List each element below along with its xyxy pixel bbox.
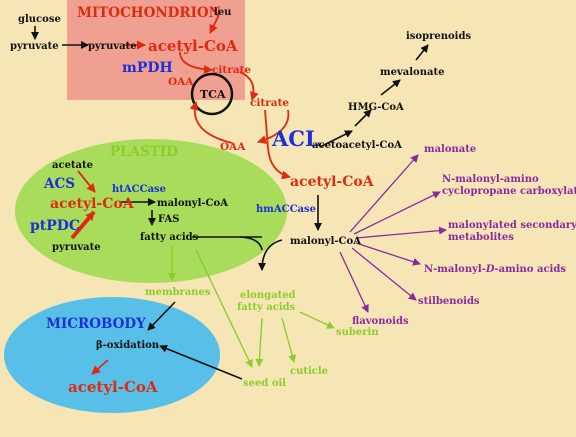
label-acl: ACL xyxy=(271,126,320,151)
label-elongated-line2: fatty acids xyxy=(237,302,296,313)
label-malonate: malonate xyxy=(424,144,476,155)
arrow-acetate-acetyl xyxy=(77,170,96,193)
arrow-citrate-acetyl-cyto xyxy=(264,109,291,180)
arrow-to-n-malonyl-amino xyxy=(353,191,441,235)
arrow-acetoacetyl-hmg xyxy=(354,109,372,127)
label-acetate: acetate xyxy=(52,160,93,171)
label-malonyl-coa-cyto: malonyl-CoA xyxy=(290,236,361,247)
label-isoprenoids: isoprenoids xyxy=(406,31,471,42)
tca-cycle-circle xyxy=(190,72,234,116)
label-pyruvate-mito: pyruvate xyxy=(88,41,137,52)
green-arrows xyxy=(168,246,335,368)
label-tca: TCA xyxy=(200,88,226,101)
label-n-malonyl-d-amino-acids: N-malonyl-D-amino acids xyxy=(424,264,566,275)
label-ptpdc: ptPDC xyxy=(30,218,80,234)
arrow-fatty-merge xyxy=(239,236,263,251)
arrow-elongated-cuticle xyxy=(281,317,297,363)
label-elongated-line1: elongated xyxy=(240,290,296,301)
arrow-pyruvate-acetyl-plastid xyxy=(70,210,96,240)
arrow-fatty-seedoil xyxy=(195,249,253,368)
label-beta-oxidation: β-oxidation xyxy=(96,340,160,351)
label-n-malonyl-amino-line1: N-malonyl-amino xyxy=(442,174,539,185)
label-malonyl-coa-plastid: malonyl-CoA xyxy=(157,198,228,209)
label-acs: ACS xyxy=(43,176,75,192)
label-leu: leu xyxy=(214,7,231,18)
label-fas: FAS xyxy=(158,214,180,225)
label-acetyl-coa-cyto: acetyl-CoA xyxy=(290,174,375,190)
red-arrows xyxy=(77,16,291,375)
arrow-mevalonate-isoprenoids xyxy=(415,44,429,61)
label-n-malonyl-amino-line2: cyclopropane carboxylate xyxy=(442,186,576,197)
label-acetyl-coa-microbody: acetyl-CoA xyxy=(68,378,158,396)
arrow-to-flavonoids xyxy=(339,251,369,313)
label-pyruvate-plastid: pyruvate xyxy=(52,242,101,253)
arrow-leu-acetyl xyxy=(209,16,219,34)
label-seed-oil: seed oil xyxy=(243,378,286,389)
arrow-acetyl-acetoacetyl xyxy=(319,130,353,148)
label-acetyl-coa-plastid: acetyl-CoA xyxy=(50,196,135,212)
mitochondrion-compartment xyxy=(67,0,245,100)
arrow-to-malonate xyxy=(349,154,419,233)
label-citrate-mito: citrate xyxy=(212,64,251,76)
arrow-seedoil-beta xyxy=(159,344,243,380)
label-acetoacetyl-coa: acetoacetyl-CoA xyxy=(312,140,402,151)
label-malonylated-line2: metabolites xyxy=(448,232,514,243)
label-oaa-mito: OAA xyxy=(168,76,194,88)
label-mevalonate: mevalonate xyxy=(380,67,444,78)
label-mpdh: mPDH xyxy=(122,60,173,76)
arrow-malonyl-merge xyxy=(258,239,283,271)
label-suberin: suberin xyxy=(336,327,379,338)
plastid-compartment xyxy=(15,139,287,283)
arrow-oaa-to-mito xyxy=(189,101,233,144)
arrow-elongated-suberin xyxy=(299,311,335,329)
label-fatty-acids: fatty acids xyxy=(140,232,199,243)
purple-arrows xyxy=(339,154,447,313)
microbody-title: MICROBODY xyxy=(46,316,146,332)
arrow-hmg-mevalonate xyxy=(380,79,401,96)
label-membranes: membranes xyxy=(145,287,211,298)
arrow-to-malonylated xyxy=(355,226,447,239)
arrow-microbody-acetyl xyxy=(91,359,109,375)
label-acetyl-coa-mito: acetyl-CoA xyxy=(148,37,238,55)
black-arrows xyxy=(31,26,429,380)
label-hmaccase: hmACCase xyxy=(256,204,316,215)
arrow-citrate-cyto xyxy=(239,71,259,101)
label-flavonoids: flavonoids xyxy=(352,316,409,327)
arrow-acetyl-citrate xyxy=(179,51,213,74)
microbody-compartment xyxy=(4,297,220,413)
arrow-membranes-microbody xyxy=(147,301,176,331)
label-citrate-cyto: citrate xyxy=(250,97,289,109)
plastid-title: PLASTID xyxy=(110,144,178,160)
label-malonylated-line1: malonylated secondary xyxy=(448,220,576,231)
label-htaccase: htACCase xyxy=(112,184,166,195)
arrow-to-stilbenoids xyxy=(351,247,417,301)
arrow-citrate-oaa-cyto xyxy=(257,109,290,145)
label-hmg-coa: HMG-CoA xyxy=(348,102,404,113)
label-cuticle: cuticle xyxy=(290,366,328,377)
mitochondrion-title: MITOCHONDRION xyxy=(77,5,221,21)
label-oaa-cyto: OAA xyxy=(220,141,246,153)
label-glucose: glucose xyxy=(18,14,61,25)
label-stilbenoids: stilbenoids xyxy=(418,296,480,307)
label-pyruvate-cyto: pyruvate xyxy=(10,41,59,52)
arrow-to-n-malonyl-d xyxy=(355,242,421,266)
arrow-elongated-seedoil xyxy=(255,317,264,367)
